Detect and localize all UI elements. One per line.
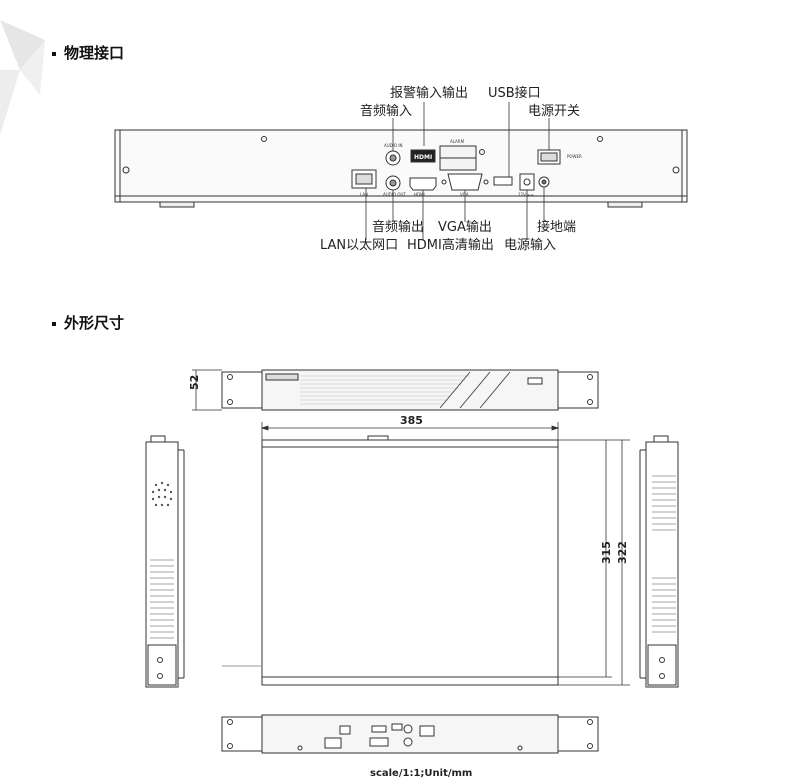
panel-label-hdmi: HDMI: [414, 192, 425, 197]
screw: [261, 136, 267, 142]
callout-alarm: 报警输入输出: [390, 85, 468, 101]
corner-decoration: [0, 20, 45, 135]
usb-port: [493, 176, 513, 186]
scale-note: scale/1:1;Unit/mm: [370, 768, 472, 779]
panel-label-lan: LAN: [360, 192, 368, 197]
screw: [597, 136, 603, 142]
screw: [122, 166, 130, 174]
vga-port: [447, 173, 483, 191]
bullet-icon: [52, 51, 56, 56]
callout-audio-out: 音频输出: [372, 219, 424, 235]
rear-view-rack-ear-left: [221, 716, 263, 752]
section-title-text: 物理接口: [64, 44, 125, 62]
callout-vga: VGA输出: [438, 219, 492, 235]
hdmi-port: [409, 177, 437, 191]
dim-width-label: 385: [400, 414, 423, 427]
callout-hdmi: HDMI高清输出: [407, 237, 494, 253]
hdmi-logo: [410, 149, 436, 163]
dim-depth-inner-label: 315: [600, 541, 613, 564]
power-input-jack: [519, 173, 535, 191]
dimension-drawing: 52 385 315 322: [145, 369, 679, 779]
foot-left: [159, 201, 195, 208]
screw: [672, 166, 680, 174]
callout-usb: USB接口: [488, 85, 541, 101]
dim-depth-outer-label: 322: [616, 541, 629, 564]
bullet-icon: [52, 321, 56, 326]
front-view-body: [261, 369, 559, 411]
callout-lan: LAN以太网口: [320, 238, 398, 253]
callout-audio-in: 音频输入: [360, 103, 412, 119]
rear-view-body: [261, 714, 559, 754]
rear-panel-diagram: AUDIO IN ALARM LAN AUDIO OUT HDMI VGA PO…: [114, 85, 688, 253]
panel-label-vga: VGA: [460, 192, 469, 197]
hdmi-logo-text: HDMI: [414, 154, 432, 161]
callout-ground: 接地端: [537, 219, 576, 235]
rear-panel-body: [114, 129, 688, 203]
dim-height-label: 52: [188, 375, 201, 390]
section-title-text: 外形尺寸: [64, 314, 125, 332]
panel-label-alarm: ALARM: [450, 139, 465, 144]
foot-right: [607, 201, 643, 208]
panel-label-dc: 12V ==: [518, 192, 534, 197]
panel-label-audio-out: AUDIO OUT: [383, 192, 406, 197]
callout-power-switch: 电源开关: [528, 104, 580, 119]
top-view-body: [261, 439, 559, 686]
section-title-dimensions: 外形尺寸: [52, 312, 124, 333]
callout-power-in: 电源输入: [504, 237, 556, 253]
panel-label-power: POWER: [567, 154, 582, 159]
section-title-interfaces: 物理接口: [52, 42, 124, 63]
